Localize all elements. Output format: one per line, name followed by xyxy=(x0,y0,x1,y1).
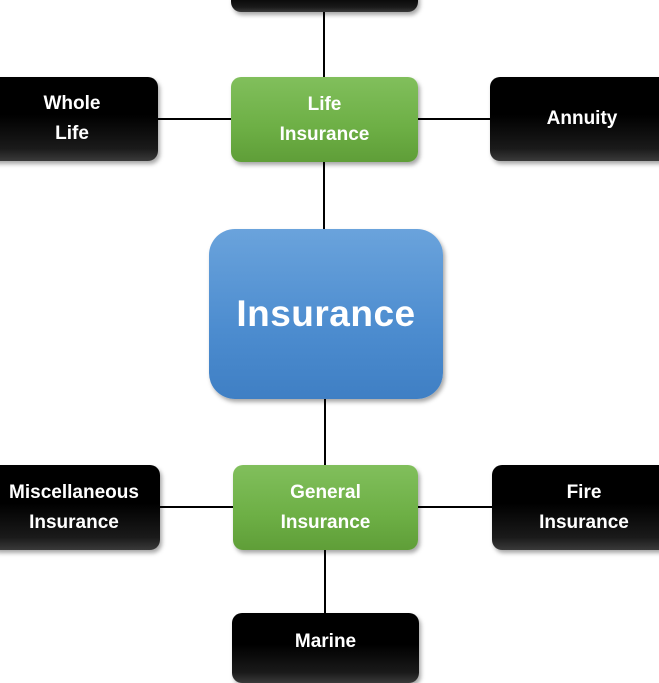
insurance-center-label: Insurance xyxy=(236,293,416,334)
insurance-center-node: Insurance xyxy=(209,229,443,399)
top-leaf-node xyxy=(231,0,418,12)
fire-insurance-node: Fire Insurance xyxy=(492,465,659,550)
general-insurance-node: General Insurance xyxy=(233,465,418,550)
life-insurance-label: Life Insurance xyxy=(279,93,370,145)
whole-life-label: Whole Life xyxy=(43,93,101,144)
fire-insurance-label: Fire Insurance xyxy=(539,481,629,533)
annuity-label: Annuity xyxy=(546,108,618,129)
marine-node: Marine xyxy=(232,613,419,683)
general-insurance-label: General Insurance xyxy=(280,481,371,533)
annuity-node: Annuity xyxy=(490,77,659,161)
connector-lines xyxy=(158,12,492,614)
miscellaneous-insurance-label: Miscellaneous Insurance xyxy=(9,481,139,533)
marine-label: Marine xyxy=(294,631,357,652)
miscellaneous-insurance-node: Miscellaneous Insurance xyxy=(0,465,160,550)
whole-life-node: Whole Life xyxy=(0,77,158,161)
life-insurance-node: Life Insurance xyxy=(231,77,418,162)
